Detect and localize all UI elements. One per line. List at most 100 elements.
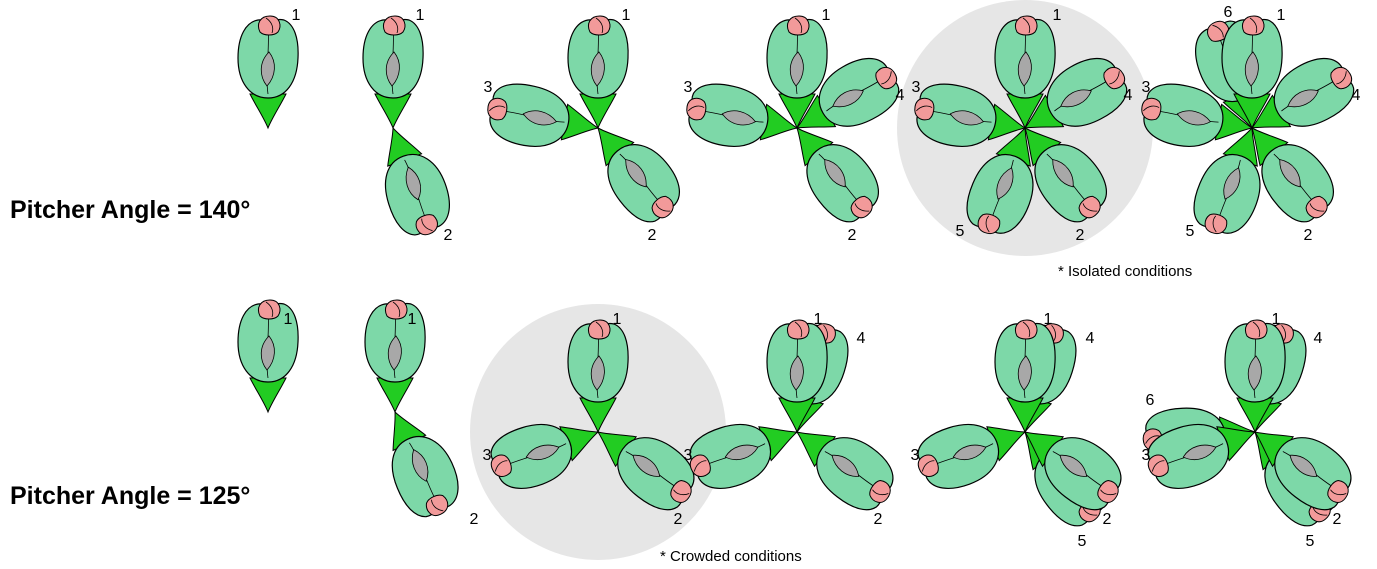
pitcher-number: 1 [622, 7, 631, 24]
bud-fold [595, 17, 604, 34]
pitcher-number: 5 [1186, 223, 1195, 240]
stalk [376, 377, 414, 414]
pitcher-number: 3 [684, 447, 693, 464]
pitcher-number: 5 [1078, 533, 1087, 550]
seed [260, 335, 275, 371]
bud-fold [881, 71, 892, 85]
pitcher-number: 1 [822, 7, 831, 24]
bud-fold [1082, 507, 1098, 516]
pitcher [1193, 126, 1261, 234]
pitcher [364, 299, 426, 414]
stalk [374, 93, 412, 130]
bud-fold [985, 215, 990, 233]
plant-cluster [686, 15, 900, 223]
bud [587, 15, 611, 36]
row-title-125: Pitcher Angle = 125° [10, 482, 250, 510]
seed [1247, 355, 1262, 391]
pitcher [689, 423, 799, 489]
bud-fold [854, 203, 870, 212]
bud [1014, 15, 1038, 36]
bud-fold [421, 218, 433, 232]
seed [1052, 159, 1074, 188]
bud-fold [673, 489, 690, 496]
pitcher-number: 5 [1306, 533, 1315, 550]
seed [1017, 355, 1032, 391]
plant-cluster [914, 15, 1128, 234]
pitcher-number: 3 [1142, 447, 1151, 464]
pitcher-number: 3 [912, 79, 921, 96]
bud [1241, 15, 1265, 36]
pitcher [1023, 57, 1128, 129]
pitcher-number: 2 [1076, 227, 1085, 244]
bud [651, 195, 674, 219]
bud [257, 15, 281, 36]
bud [670, 480, 692, 503]
bud-fold [392, 301, 401, 318]
bud-fold [390, 17, 399, 34]
pitcher-number: 2 [470, 511, 479, 528]
seed [832, 89, 864, 108]
bud-fold [794, 321, 803, 338]
pitcher [994, 15, 1056, 130]
pitcher-number: 2 [1304, 227, 1313, 244]
seed [1289, 454, 1318, 477]
bud-fold [1249, 17, 1258, 34]
bud-fold [872, 489, 889, 496]
bud [786, 319, 810, 340]
pitcher [567, 15, 629, 130]
seed [831, 454, 860, 477]
stalk [249, 93, 287, 130]
bud-fold [431, 499, 444, 512]
bud-fold [1212, 215, 1217, 233]
pitcher [1141, 83, 1254, 147]
seed [724, 444, 759, 460]
bud [1014, 319, 1038, 340]
pitcher [766, 319, 828, 434]
pitcher [487, 83, 600, 147]
bud [786, 15, 810, 36]
seed [996, 167, 1014, 200]
bud [686, 97, 707, 121]
pitcher [1023, 431, 1122, 511]
pitcher [362, 15, 424, 130]
pitcher [384, 126, 450, 236]
bud-fold [823, 324, 828, 342]
pitcher-number: 2 [1333, 511, 1342, 528]
seed [590, 355, 605, 391]
bud [869, 480, 891, 503]
bud-fold [1151, 460, 1165, 472]
pitcher-number: 4 [896, 87, 905, 104]
plant-cluster [364, 299, 459, 518]
seed [260, 51, 275, 87]
bud-fold [1330, 489, 1347, 496]
bud [977, 213, 1001, 234]
pitcher [237, 299, 299, 414]
bud-fold [489, 105, 506, 112]
bud [1204, 213, 1228, 234]
plant-cluster [1141, 15, 1355, 234]
bud [914, 97, 935, 121]
pitcher-number: 1 [1044, 311, 1053, 328]
seed [1017, 51, 1032, 87]
pitcher-number: 5 [956, 223, 965, 240]
pitcher-number: 1 [284, 311, 293, 328]
bud-fold [1022, 17, 1031, 34]
bud [1097, 480, 1119, 503]
pitcher-number: 1 [1277, 7, 1286, 24]
bud-fold [693, 460, 707, 472]
pitcher [1221, 15, 1283, 130]
seed [1223, 167, 1241, 200]
seed [1287, 89, 1319, 108]
pitcher [490, 423, 600, 489]
pitcher-number: 1 [292, 7, 301, 24]
pitcher-number: 6 [1146, 392, 1155, 409]
bud [1244, 319, 1268, 340]
pitcher-number: 2 [444, 227, 453, 244]
bud [1141, 97, 1162, 121]
seed [385, 51, 400, 87]
pitcher [1147, 423, 1257, 489]
seed [632, 454, 661, 477]
bud-fold [265, 301, 274, 318]
seed [721, 110, 757, 126]
